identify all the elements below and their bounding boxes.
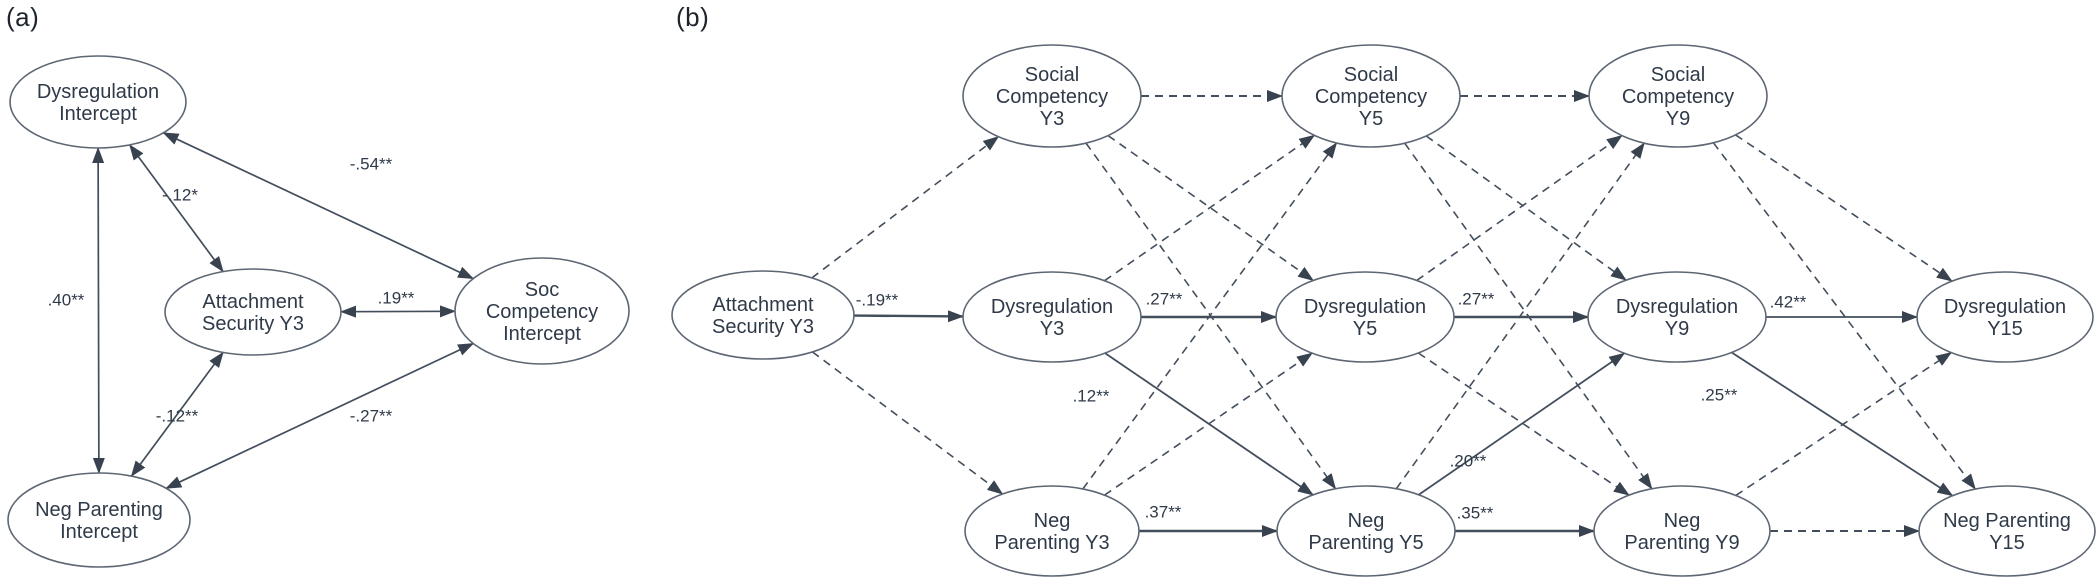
coefficient-label-d3-d5: .27** (1146, 289, 1183, 308)
node-ellipse (7, 472, 191, 568)
coefficient-label-d9-np15: .25** (1701, 385, 1738, 404)
node-ellipse (1587, 271, 1767, 363)
edge-np5-sc9 (1395, 142, 1645, 490)
edge-sc5-np9 (1404, 142, 1653, 490)
edges-layer (92, 90, 1976, 537)
coefficient-label-np5-d9: .20** (1450, 451, 1487, 470)
edge-as-d3 (853, 310, 964, 323)
coefficient-label-di-npi: .40** (48, 290, 85, 309)
coefficient-label-as-npi: -.12** (156, 406, 199, 425)
coefficient-label-np5-np9: .35** (1457, 503, 1494, 522)
node-ellipse (164, 268, 342, 356)
node-ellipse (671, 270, 855, 360)
edge-d9-np15 (1731, 351, 1954, 497)
node-ellipse (964, 485, 1140, 577)
edge-sc5-d9 (1425, 135, 1627, 281)
edge-np5-d9 (1418, 352, 1626, 496)
coefficient-label-di-sci: -.54** (350, 154, 393, 173)
node-ellipse (9, 55, 187, 149)
panel-b-label: (b) (676, 2, 710, 32)
node-ellipse (454, 257, 630, 365)
edge-di-npi (92, 147, 105, 474)
coefficient-label-di-as: -.12* (162, 185, 198, 204)
edge-as-sc3 (811, 136, 1000, 279)
edge-d5-np9 (1417, 352, 1630, 496)
coefficient-label-np3-np5: .37** (1145, 502, 1182, 521)
node-ellipse (1275, 271, 1455, 363)
edge-d3-sc5 (1104, 134, 1316, 282)
coefficient-label-npi-sci: -.27** (350, 406, 393, 425)
node-ellipse (962, 271, 1142, 363)
edge-labels-layer: .40** -.12* -.12** -.54** .19** -.27** -.19**.… (48, 154, 1807, 522)
node-ellipse (1593, 485, 1771, 577)
coefficient-label-d3-np5: .12** (1073, 386, 1110, 405)
edge-sc9-np15 (1712, 142, 1976, 490)
node-ellipse (1276, 485, 1456, 577)
edge-d3-np5 (1104, 352, 1314, 496)
node-ellipse (1918, 485, 2096, 577)
edge-sc3-np5 (1085, 142, 1337, 490)
edge-np3-sc5 (1082, 142, 1338, 490)
edge-npi-sci (165, 342, 475, 490)
edge-sc9-d15 (1735, 134, 1953, 282)
node-ellipse (1588, 44, 1768, 148)
panel-a-label: (a) (6, 2, 40, 32)
edge-di-as (129, 144, 224, 273)
node-ellipse (1281, 44, 1461, 148)
node-ellipse (1916, 271, 2094, 363)
edge-di-sci (162, 132, 475, 280)
coefficient-label-d5-d9: .27** (1458, 289, 1495, 308)
coefficient-label-d9-d15: .42** (1770, 292, 1807, 311)
coefficient-label-as-sci: .19** (378, 288, 415, 307)
coefficient-label-as-d3: -.19** (856, 290, 899, 309)
edge-as-np3 (811, 351, 1004, 495)
node-ellipse (962, 44, 1142, 148)
edge-d5-sc9 (1416, 134, 1623, 282)
